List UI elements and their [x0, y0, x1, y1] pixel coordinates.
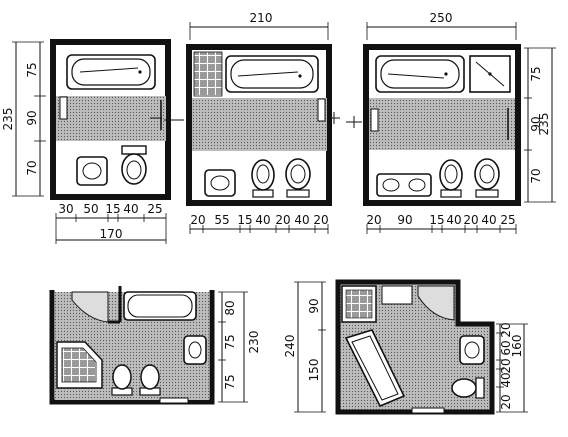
plan-3-height-seg-2: 90	[529, 116, 543, 131]
bidet	[139, 364, 161, 396]
washbasin	[459, 335, 485, 365]
plan-3-height-total: 235	[537, 113, 551, 136]
plan-5-height-total: 240	[283, 335, 297, 358]
plan-1-height-seg-2: 90	[25, 110, 39, 125]
plan-1-tiled-floor	[56, 96, 166, 141]
plan-1: 235 75 90 70 30 50 15 40 25 170	[1, 39, 171, 244]
plan-3-width-seg-4: 40	[446, 213, 461, 227]
bidet	[439, 159, 463, 198]
plan-4: 80 75 75 230	[49, 286, 261, 405]
plan-3-tiled-floor	[369, 98, 515, 150]
corner-shower	[56, 341, 103, 389]
toilet	[474, 158, 500, 198]
plan-4-walls	[49, 290, 215, 405]
plan-5-right-seg-2: 60	[499, 340, 513, 355]
plan-5-right-total: 160	[510, 335, 524, 358]
plan-1-width-seg-2: 50	[83, 202, 98, 216]
cabinet	[381, 285, 413, 305]
plan-1-width-total: 170	[100, 227, 123, 241]
plan-5-right-seg-4: 40	[499, 372, 513, 387]
radiator	[317, 98, 326, 122]
wall-segment	[108, 286, 122, 324]
plan-2-width-seg-5: 20	[275, 213, 290, 227]
bidet	[251, 159, 275, 198]
plan-2-width-seg-7: 20	[313, 213, 328, 227]
double-washbasin	[376, 173, 432, 197]
plan-1-height-total: 235	[1, 108, 15, 131]
door-symbol	[164, 112, 340, 124]
shower-tray	[341, 285, 377, 323]
plan-1-height-seg-1: 75	[25, 62, 39, 77]
plan-3-width-seg-7: 25	[500, 213, 515, 227]
plan-3-width-seg-1: 20	[366, 213, 381, 227]
bathtub	[375, 55, 465, 93]
plan-2-tiled-floor	[192, 98, 327, 151]
plan-2-width-seg-3: 15	[237, 213, 252, 227]
plan-4-height-total: 230	[247, 331, 261, 354]
washbasin	[76, 156, 108, 186]
plan-3-width-seg-2: 90	[397, 213, 412, 227]
plan-2-width-seg-2: 55	[214, 213, 229, 227]
plan-5-right-seg-3: 20	[499, 358, 513, 373]
plan-2: 210 20 55 15 40 20 40 20	[164, 11, 340, 234]
toilet	[451, 377, 485, 399]
plan-2-width-seg-6: 40	[294, 213, 309, 227]
toilet	[285, 158, 311, 198]
plan-5-height-seg-2: 150	[307, 359, 321, 382]
door-symbol	[150, 100, 162, 130]
washbasin	[183, 335, 207, 365]
plan-4-height-seg-1: 80	[223, 300, 237, 315]
plan-3-width-seg-5: 20	[463, 213, 478, 227]
bathtub	[225, 55, 319, 93]
bathtub	[123, 291, 197, 321]
plan-1-width-seg-1: 30	[58, 202, 73, 216]
plan-3-width-seg-6: 40	[481, 213, 496, 227]
plan-1-height-seg-3: 70	[25, 160, 39, 175]
plan-3-width-seg-3: 15	[429, 213, 444, 227]
plan-1-width-seg-3: 15	[105, 202, 120, 216]
door-symbol	[346, 108, 509, 140]
hatched-corner	[71, 291, 109, 323]
plan-4-height-seg-2: 75	[223, 334, 237, 349]
plan-5-right-seg-1: 20	[499, 322, 513, 337]
plan-5-right-seg-5: 20	[499, 394, 513, 409]
plan-3-height-seg-1: 75	[529, 66, 543, 81]
plan-3-height-seg-3: 70	[529, 168, 543, 183]
angled-bathtub	[344, 329, 406, 408]
plan-1-width-seg-5: 25	[147, 202, 162, 216]
plan-2-tiled-niche	[193, 51, 223, 97]
plan-2-width-seg-4: 40	[255, 213, 270, 227]
plan-3-walls	[363, 44, 521, 206]
plan-4-height-seg-3: 75	[223, 374, 237, 389]
radiator	[370, 108, 379, 132]
shower-tray	[469, 55, 511, 93]
plan-2-width-seg-1: 20	[190, 213, 205, 227]
plan-1-width-seg-4: 40	[123, 202, 138, 216]
door-opening	[159, 397, 189, 404]
hatched-corner	[417, 285, 455, 321]
bathtub	[66, 54, 156, 90]
plan-3: 250 75 90 70 235 20 90 15 40 20	[346, 11, 556, 234]
toilet	[111, 364, 133, 396]
radiator	[59, 96, 68, 120]
washbasin	[204, 169, 236, 197]
plan-3-width-total: 250	[430, 11, 453, 25]
door-opening	[411, 407, 445, 414]
plan-5-height-seg-1: 90	[307, 298, 321, 313]
toilet	[121, 145, 147, 185]
plan-5: 240 90 150 20 60 20 40 20 160	[283, 279, 528, 415]
plan-2-width-total: 210	[250, 11, 273, 25]
plan-2-walls	[186, 44, 332, 206]
